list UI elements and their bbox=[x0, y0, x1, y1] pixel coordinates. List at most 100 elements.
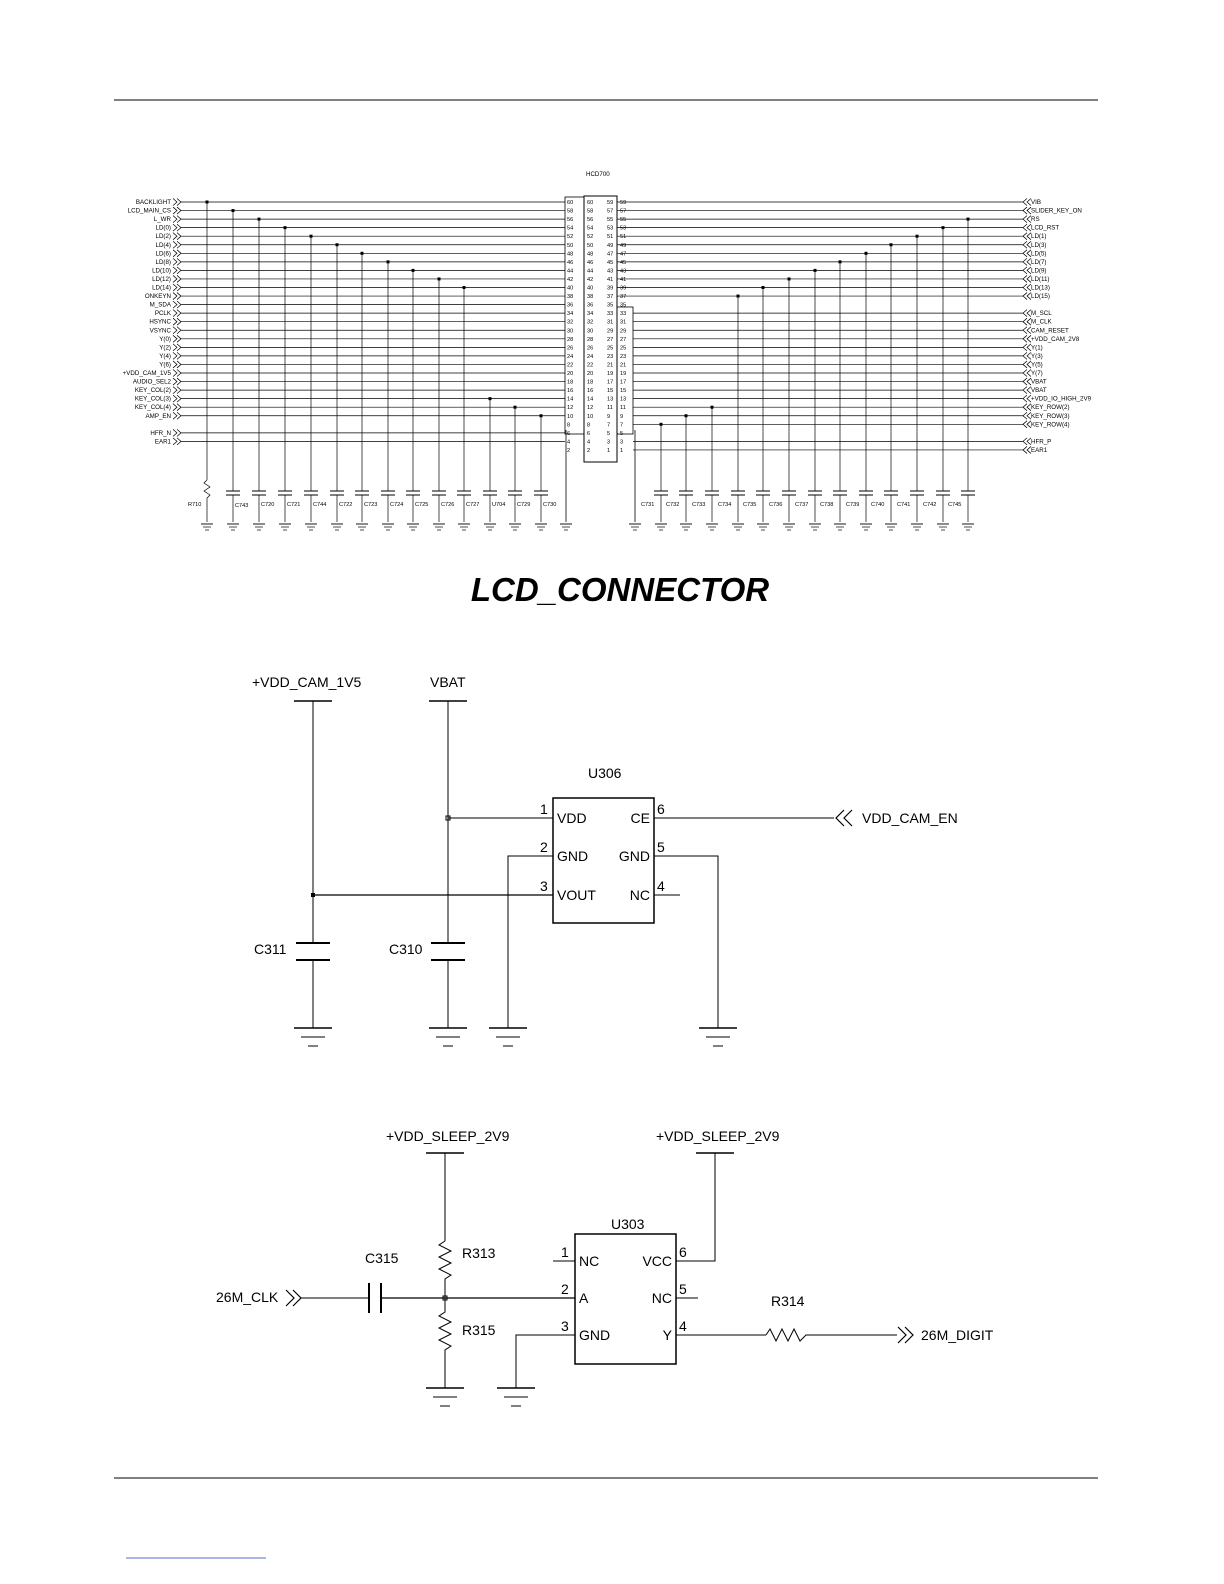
connector-pin-number: 55 bbox=[607, 217, 613, 223]
ground-symbol bbox=[489, 1027, 527, 1047]
connector-pin-number: 55 bbox=[620, 217, 626, 223]
offsheet-connector-icon bbox=[176, 343, 182, 352]
net-label-left: LD(12) bbox=[152, 276, 171, 283]
component-ref-label: C729 bbox=[517, 502, 530, 508]
u306-pin2-num: 2 bbox=[540, 839, 548, 855]
resistor-r710 bbox=[203, 479, 211, 522]
net-label-left: LD(6) bbox=[156, 250, 171, 257]
offsheet-connector-icon bbox=[172, 403, 178, 411]
clock-buffer-u303-schematic: +VDD_SLEEP_2V9 +VDD_SLEEP_2V9 U303 R313 … bbox=[216, 1128, 994, 1407]
connector-pin-number: 57 bbox=[607, 209, 613, 215]
junction-vout bbox=[311, 893, 315, 897]
connector-right-pin-strip bbox=[616, 306, 634, 435]
connector-pin-number: 20 bbox=[567, 371, 573, 377]
connector-pin-number: 43 bbox=[607, 268, 613, 274]
connector-pin-number: 26 bbox=[567, 345, 573, 351]
net-label-right: VBAT bbox=[1031, 379, 1047, 386]
connector-pin-number: 25 bbox=[607, 345, 613, 351]
offsheet-connector-icon bbox=[172, 377, 178, 386]
offsheet-connector-icon bbox=[172, 352, 178, 360]
offsheet-connector-icon bbox=[176, 232, 182, 240]
component-ref-label: C740 bbox=[871, 502, 884, 508]
net-label-right: KEY_ROW(2) bbox=[1031, 404, 1070, 411]
connector-pin-number: 8 bbox=[587, 422, 590, 428]
u306-pin5-num: 5 bbox=[657, 839, 665, 855]
connector-pin-number: 8 bbox=[567, 422, 570, 428]
rail-label-sleep-left: +VDD_SLEEP_2V9 bbox=[386, 1128, 510, 1144]
offsheet-connector-icon bbox=[176, 266, 182, 275]
offsheet-connector-icon bbox=[1022, 275, 1028, 283]
ground-symbol bbox=[294, 1027, 332, 1047]
component-ref-label: C720 bbox=[261, 502, 274, 508]
connector-pin-number: 5 bbox=[620, 431, 623, 437]
connector-pin-number: 24 bbox=[587, 354, 593, 360]
net-label-right: Y(3) bbox=[1031, 353, 1043, 360]
connector-pin-number: 3 bbox=[620, 439, 623, 445]
rail-label-vbat: VBAT bbox=[430, 674, 466, 690]
offsheet-connector-icon bbox=[172, 386, 178, 394]
offsheet-connector-icon bbox=[1026, 446, 1032, 454]
connector-pin-number: 25 bbox=[620, 345, 626, 351]
offsheet-connector-icon bbox=[176, 394, 182, 403]
net-label-left: KEY_COL(2) bbox=[135, 387, 171, 394]
ldo-u306-schematic: +VDD_CAM_1V5 VBAT U306 C311 C310 1 V bbox=[252, 674, 958, 1047]
connector-pin-number: 9 bbox=[607, 414, 610, 420]
net-label-left: HSYNC bbox=[149, 319, 171, 326]
offsheet-connector-icon bbox=[1022, 206, 1028, 215]
offsheet-connector-icon bbox=[176, 249, 182, 258]
connector-pin-number: 6 bbox=[587, 431, 590, 437]
connector-pin-number: 7 bbox=[607, 422, 610, 428]
r314-label: R314 bbox=[771, 1293, 805, 1309]
connector-pin-number: 4 bbox=[587, 439, 590, 445]
u303-pin3-num: 3 bbox=[561, 1318, 569, 1334]
connector-pin-number: 36 bbox=[567, 303, 573, 309]
connector-part-label: HCD700 bbox=[586, 171, 610, 178]
net-label-left: EAR1 bbox=[155, 438, 172, 445]
offsheet-connector-icon bbox=[1022, 223, 1028, 232]
net-label-right: LCD_RST bbox=[1031, 225, 1059, 232]
net-label-left: Y(0) bbox=[159, 336, 171, 343]
connector-pin-number: 44 bbox=[567, 268, 573, 274]
component-ref-label: C736 bbox=[769, 502, 782, 508]
net-label-left: M_SDA bbox=[150, 302, 172, 309]
connector-pin-number: 52 bbox=[567, 234, 573, 240]
connector-pin-number: 39 bbox=[607, 286, 613, 292]
connector-pin-number: 60 bbox=[587, 200, 593, 206]
connector-pin-number: 46 bbox=[567, 260, 573, 266]
net-label-left: Y(4) bbox=[159, 353, 171, 360]
net-label-right: LD(3) bbox=[1031, 242, 1046, 249]
ground-symbol bbox=[497, 1387, 535, 1407]
offsheet-connector-icon bbox=[176, 198, 182, 206]
offsheet-connector-icon bbox=[1026, 377, 1032, 386]
offsheet-connector-icon bbox=[1022, 411, 1028, 420]
component-ref-label: C734 bbox=[718, 502, 731, 508]
connector-pin-number: 31 bbox=[607, 320, 613, 326]
offsheet-connector-icon bbox=[176, 326, 182, 335]
net-label-left: BACKLIGHT bbox=[136, 199, 171, 206]
offsheet-connector-icon bbox=[172, 309, 178, 317]
connector-pin-number: 42 bbox=[567, 277, 573, 283]
r315-label: R315 bbox=[462, 1322, 496, 1338]
u306-pin4-name: NC bbox=[630, 887, 650, 903]
connector-pin-number: 54 bbox=[587, 226, 593, 232]
offsheet-connector-icon bbox=[285, 1289, 302, 1307]
connector-left-pin-strip bbox=[564, 196, 585, 435]
connector-pin-number: 50 bbox=[587, 243, 593, 249]
u303-pin4-num: 4 bbox=[679, 1318, 687, 1334]
net-label-left: LCD_MAIN_CS bbox=[128, 208, 171, 215]
offsheet-connector-icon bbox=[1026, 198, 1032, 206]
net-label-right: KEY_ROW(4) bbox=[1031, 421, 1070, 428]
u303-body bbox=[574, 1233, 677, 1365]
connector-pin-number: 23 bbox=[620, 354, 626, 360]
connector-pin-number: 19 bbox=[607, 371, 613, 377]
wire-gnd-pin5 bbox=[654, 855, 719, 1028]
connector-pin-number: 58 bbox=[567, 209, 573, 215]
offsheet-connector-icon bbox=[172, 394, 178, 403]
wire-gnd-pin2 bbox=[507, 855, 553, 1028]
offsheet-connector-icon bbox=[1022, 352, 1028, 360]
resistor-r315 bbox=[437, 1298, 453, 1388]
connector-pin-number: 29 bbox=[620, 328, 626, 334]
connector-pin-number: 16 bbox=[567, 388, 573, 394]
connector-pin-number: 30 bbox=[587, 328, 593, 334]
